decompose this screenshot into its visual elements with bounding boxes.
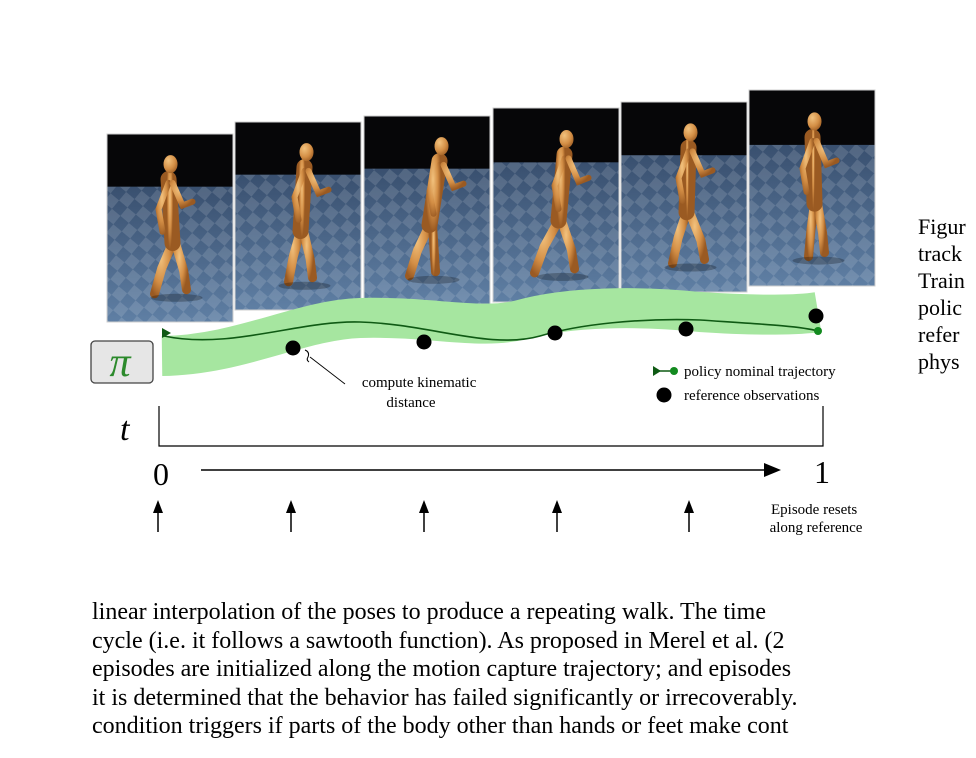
figure-right-arm <box>305 167 332 198</box>
distance-brace <box>304 349 310 363</box>
figure-left-leg <box>530 216 564 278</box>
animation-frame <box>363 115 491 305</box>
figure-left-leg <box>668 207 692 268</box>
animation-frame <box>748 89 876 287</box>
axis-end-label: 1 <box>814 454 830 490</box>
animation-frame <box>234 121 362 311</box>
trajectory-end-dot <box>814 327 822 335</box>
reset-arrow <box>552 500 562 532</box>
caption-line: phys <box>918 349 960 374</box>
figure-left-leg <box>284 226 306 287</box>
figure-left-leg <box>804 199 820 262</box>
figure-right-arm <box>440 161 467 192</box>
body-paragraph: linear interpolation of the poses to pro… <box>92 598 976 741</box>
figure-head <box>434 137 449 156</box>
figure-right-leg <box>171 238 192 295</box>
figure-head <box>807 112 822 131</box>
reset-arrow <box>684 500 694 532</box>
body-line: episodes are initialized along the motio… <box>92 656 792 682</box>
reference-observation <box>808 308 824 324</box>
figure-head <box>683 123 698 142</box>
figure-caption: Figur track Train polic refer phys <box>918 213 976 375</box>
reference-observation <box>678 321 694 337</box>
figure-left-arm <box>291 167 308 223</box>
reference-observation <box>547 325 563 341</box>
animation-frame <box>620 101 748 293</box>
legend-observation-dot <box>656 387 672 403</box>
figure-left-leg <box>405 220 435 281</box>
humanoid-figure <box>792 112 845 265</box>
figure-shadow <box>150 293 203 302</box>
time-symbol: t <box>120 411 131 448</box>
figure-diagram: compute kinematic distance π policy nomi… <box>90 89 876 536</box>
body-line: condition triggers if parts of the body … <box>92 713 789 739</box>
figure-left-arm <box>799 137 816 195</box>
reference-observation <box>416 334 432 350</box>
figure-right-arm <box>565 155 592 186</box>
frame-border <box>106 133 234 323</box>
annotation-text: compute kinematic distance <box>362 375 480 411</box>
figure-shadow <box>536 272 589 281</box>
figure-head <box>163 155 178 174</box>
episode-reset-label: Episode resets along reference <box>770 502 863 536</box>
animation-frames <box>106 89 876 323</box>
figure-right-arm <box>813 137 840 169</box>
body-line: it is determined that the behavior has f… <box>92 684 798 711</box>
figure-left-leg <box>150 238 178 299</box>
figure-right-leg <box>813 199 830 258</box>
animation-frame <box>106 133 234 323</box>
caption-line: track <box>918 241 962 266</box>
policy-symbol: π <box>109 340 131 386</box>
policy-box <box>90 340 154 384</box>
figure-shadow <box>792 256 845 265</box>
reset-arrow <box>153 500 163 532</box>
figure-left-arm <box>675 148 692 204</box>
figure-right-leg <box>685 207 710 264</box>
tracking-band <box>161 288 822 376</box>
reset-arrow <box>419 500 429 532</box>
figure-head <box>559 130 574 149</box>
figure-right-arm <box>169 179 196 210</box>
figure-left-arm <box>155 179 172 235</box>
trajectory-start-arrow <box>162 328 171 338</box>
legend-trajectory-label: policy nominal trajectory <box>684 364 836 380</box>
frame-background <box>364 116 490 169</box>
figure-torso <box>160 171 181 252</box>
caption-line: refer <box>918 322 960 347</box>
figure-left-arm <box>551 155 568 212</box>
humanoid-figure <box>278 143 332 290</box>
policy-trajectory-line <box>163 318 819 341</box>
animation-frame <box>492 107 620 303</box>
figure-shadow <box>407 275 460 284</box>
body-line: linear interpolation of the poses to pro… <box>92 599 767 625</box>
figure-left-arm <box>426 161 443 217</box>
humanoid-figure <box>530 130 592 281</box>
caption-line: Train <box>918 268 965 293</box>
time-bracket <box>158 406 824 447</box>
episode-reset-arrows <box>153 500 694 532</box>
figure-head <box>299 143 314 162</box>
body-line: cycle (i.e. it follows a sawtooth functi… <box>92 627 785 654</box>
caption-line: Figur <box>918 214 966 239</box>
figure-right-leg <box>428 220 441 277</box>
legend-trajectory-dot <box>670 367 678 375</box>
reset-arrow <box>286 500 296 532</box>
caption-line: polic <box>918 295 962 320</box>
figure-right-leg <box>299 226 318 283</box>
figure-right-leg <box>557 216 580 274</box>
axis-start-label: 0 <box>153 456 169 492</box>
annotation-leader-line <box>309 356 346 385</box>
reference-observation <box>285 340 301 356</box>
frame-border <box>748 89 876 287</box>
figure-shadow <box>664 263 717 272</box>
time-axis-arrowhead <box>764 463 781 477</box>
humanoid-figure <box>150 155 203 302</box>
legend-observation-label: reference observations <box>684 388 820 404</box>
frame-background <box>493 108 619 163</box>
humanoid-figure <box>405 137 467 284</box>
figure-shadow <box>278 281 331 290</box>
humanoid-figure <box>664 123 717 272</box>
figure-right-arm <box>689 148 716 179</box>
